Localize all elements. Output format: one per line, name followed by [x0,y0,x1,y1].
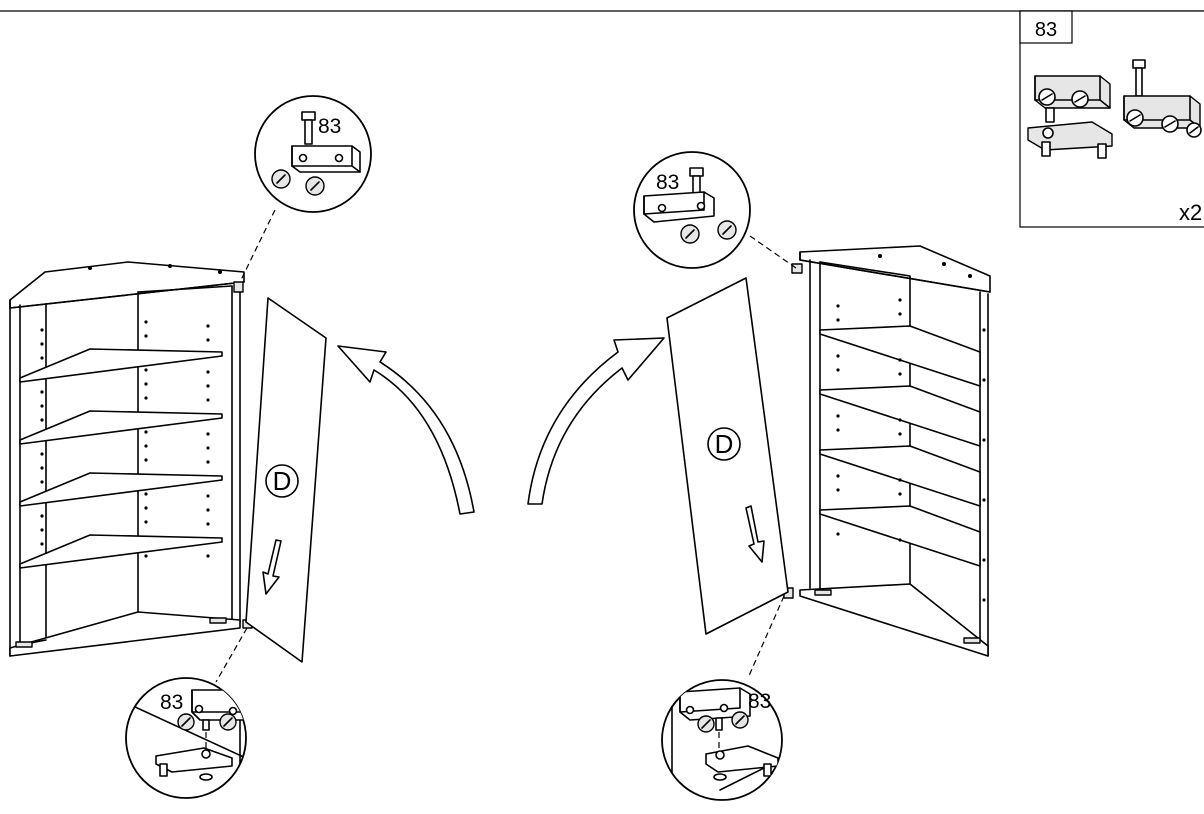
shelf-pin-holes [40,320,210,558]
right-top-hinge-detail: 83 [633,151,751,269]
part-number-box [1019,10,1073,44]
left-cabinet [9,261,253,657]
right-door: D [666,277,789,635]
right-shelf-pin-holes [836,298,986,602]
right-rotate-arrow [527,337,665,505]
right-bottom-hinge-label: 83 [748,690,771,713]
part-number: 83 [1035,19,1057,41]
right-cabinet [783,245,991,657]
parts-box: 83 x2 [1019,10,1204,228]
left-door-letter: D [273,466,292,496]
left-door: D [245,297,327,663]
right-top-hinge-label: 83 [656,171,679,194]
right-door-direction-arrow [745,505,765,563]
parts-quantity: x2 [1179,200,1202,225]
left-rotate-arrow [337,345,475,515]
hinge-part-left [1027,75,1113,159]
left-door-direction-arrow [262,539,282,595]
right-door-letter: D [715,429,734,459]
left-top-hinge-detail: 83 [254,95,372,213]
right-bottom-hinge-detail: 83 [661,679,783,801]
hinge-part-right [1123,59,1202,138]
left-bottom-hinge-detail: 83 [125,677,247,799]
left-top-hinge-label: 83 [318,115,341,138]
left-bottom-hinge-label: 83 [160,691,183,714]
